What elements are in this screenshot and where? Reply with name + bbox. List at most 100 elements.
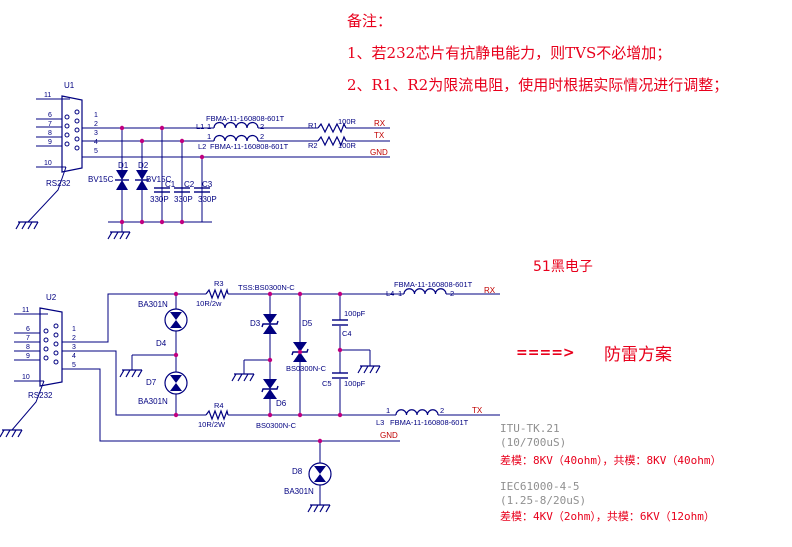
capacitor-c3-ref: C3 bbox=[202, 180, 213, 189]
u1-pin-10: 10 bbox=[44, 160, 52, 167]
resistor-r1-value: 100R bbox=[338, 117, 357, 126]
capacitor-c5-ref: C5 bbox=[322, 379, 332, 388]
spec-std1-levels: 差模：8KV（40ohm），共模：8KV（40ohm） bbox=[500, 454, 722, 467]
resistor-r1-ref: R1 bbox=[308, 121, 318, 130]
ground-icon bbox=[0, 429, 23, 438]
ground-icon bbox=[119, 369, 143, 378]
tss-d6-ref: D6 bbox=[276, 399, 287, 408]
u1-pin-1: 1 bbox=[94, 112, 98, 119]
resistor-r2-ref: R2 bbox=[308, 141, 318, 150]
capacitor-c3-value: 330P bbox=[198, 195, 217, 204]
u1-pin-2: 2 bbox=[94, 121, 98, 128]
tx-net-wire-2 bbox=[62, 350, 500, 416]
tss-d6-part: BS0300N-C bbox=[256, 421, 297, 430]
net-tx-2: TX bbox=[472, 406, 483, 415]
inductor-l1-pin2: 2 bbox=[260, 122, 264, 131]
capacitor-c5: C5 100pF bbox=[322, 372, 366, 388]
u2-pin-10: 10 bbox=[22, 374, 30, 381]
capacitor-c2-value: 330P bbox=[174, 195, 193, 204]
resistor-r4: R4 10R/2W bbox=[198, 401, 229, 429]
u1-pin-4: 4 bbox=[94, 139, 98, 146]
brand-label: 51黑电子 bbox=[533, 259, 593, 275]
junction-dots-1 bbox=[119, 125, 205, 225]
tvs-d2: D2 BV15C bbox=[135, 161, 172, 190]
inductor-l4-part: FBMA-11-160808-601T bbox=[394, 280, 473, 289]
u1-pin-7: 7 bbox=[48, 121, 52, 128]
capacitor-c2-ref: C2 bbox=[184, 180, 195, 189]
connector-u1: U1 11 6 7 8 9 10 1 2 3 4 bbox=[15, 81, 98, 230]
net-rx-2: RX bbox=[484, 286, 496, 295]
rx-net-wire-2 bbox=[62, 293, 500, 343]
net-gnd-2: GND bbox=[380, 431, 398, 440]
net-rx-1: RX bbox=[374, 119, 386, 128]
ground-icon bbox=[307, 504, 331, 513]
gdt-d7-ref: D7 bbox=[146, 378, 157, 387]
u2-pin-4: 4 bbox=[72, 353, 76, 360]
spec-std2-levels: 差模：4KV（2ohm），共模：6KV（12ohm） bbox=[500, 510, 715, 523]
connector-u1-part: RS232 bbox=[46, 179, 71, 188]
gdt-d7: D7 BA301N bbox=[138, 371, 188, 406]
capacitor-c4-value: 100pF bbox=[344, 309, 366, 318]
resistor-r4-value: 10R/2W bbox=[198, 420, 226, 429]
circuit-1: U1 11 6 7 8 9 10 1 2 3 4 bbox=[15, 81, 390, 240]
ground-icon bbox=[15, 221, 39, 230]
resistor-r3: R3 10R/2w bbox=[196, 279, 229, 308]
tss-d3: TSS:BS0300N-C D3 bbox=[238, 283, 295, 334]
connector-u2-ref: U2 bbox=[46, 293, 57, 302]
resistor-r2: R2 100R bbox=[308, 135, 357, 150]
connector-u2: U2 11 6 7 8 9 10 1 2 3 4 bbox=[0, 293, 76, 438]
u2-pin-11: 11 bbox=[22, 307, 29, 314]
capacitor-c4-ref: C4 bbox=[342, 329, 352, 338]
spec-std1-wave: (10/700uS) bbox=[500, 436, 567, 449]
resistor-r2-value: 100R bbox=[338, 141, 357, 150]
u1-pin-3: 3 bbox=[94, 130, 98, 137]
gdt-d8-part: BA301N bbox=[284, 487, 314, 496]
inductor-l2: L2 FBMA-11-160808-601T 1 2 bbox=[198, 132, 289, 151]
inductor-l4: L4 FBMA-11-160808-601T 1 2 bbox=[386, 280, 473, 300]
notes-line-1: 1、若232芯片有抗静电能力，则TVS不必增加； bbox=[347, 44, 672, 62]
u2-pin-1: 1 bbox=[72, 326, 76, 333]
ground-icon bbox=[357, 365, 381, 374]
gnd-net-wire-2 bbox=[62, 368, 400, 442]
capacitor-c2: C2 330P bbox=[174, 180, 195, 204]
capacitor-c4: 100pF C4 bbox=[332, 309, 366, 338]
gdt-d4-part: BA301N bbox=[138, 300, 168, 309]
circuit-2: U2 11 6 7 8 9 10 1 2 3 4 bbox=[0, 279, 500, 513]
u2-pin-2: 2 bbox=[72, 335, 76, 342]
tvs-d2-part: BV15C bbox=[146, 175, 172, 184]
notes-heading: 备注： bbox=[347, 12, 393, 30]
u2-pin-8: 8 bbox=[26, 344, 30, 351]
u1-pin-11: 11 bbox=[44, 92, 51, 99]
tvs-d1: D1 BV15C bbox=[88, 161, 129, 190]
inductor-l4-pin1: 1 bbox=[398, 289, 402, 298]
inductor-l1-pin1: 1 bbox=[207, 122, 211, 131]
inductor-l3: 1 2 L3 FBMA-11-160808-601T bbox=[376, 406, 469, 427]
u2-pin-9: 9 bbox=[26, 353, 30, 360]
inductor-l4-ref: L4 bbox=[386, 289, 394, 298]
inductor-l1-part: FBMA-11-160808-601T bbox=[206, 114, 285, 123]
u1-pin-9: 9 bbox=[48, 139, 52, 146]
gdt-d7-part: BA301N bbox=[138, 397, 168, 406]
inductor-l2-ref: L2 bbox=[198, 142, 206, 151]
capacitor-c1-ref: C1 bbox=[165, 180, 176, 189]
u2-pin-5: 5 bbox=[72, 362, 76, 369]
arrow-indicator: ====> bbox=[516, 345, 575, 361]
spec-std1: ITU-TK.21 bbox=[500, 422, 560, 435]
resistor-r1: R1 100R bbox=[308, 117, 357, 134]
inductor-l1-ref: L1 bbox=[196, 122, 204, 131]
tss-d5: D5 BS0300N-C bbox=[286, 319, 327, 373]
net-tx-1: TX bbox=[374, 131, 385, 140]
resistor-r3-ref: R3 bbox=[214, 279, 224, 288]
ground-icon bbox=[107, 231, 131, 240]
capacitor-c1-value: 330P bbox=[150, 195, 169, 204]
gdt-d4-ref: D4 bbox=[156, 339, 167, 348]
tvs-d2-ref: D2 bbox=[138, 161, 149, 170]
inductor-l4-pin2: 2 bbox=[450, 289, 454, 298]
plan-title: 防雷方案 bbox=[604, 345, 672, 365]
inductor-l1: L1 FBMA-11-160808-601T 1 2 bbox=[196, 114, 285, 134]
tss-d3-part: TSS:BS0300N-C bbox=[238, 283, 295, 292]
ground-icon bbox=[231, 373, 255, 382]
gdt-d8-ref: D8 bbox=[292, 467, 303, 476]
inductor-l2-pin2: 2 bbox=[260, 132, 264, 141]
